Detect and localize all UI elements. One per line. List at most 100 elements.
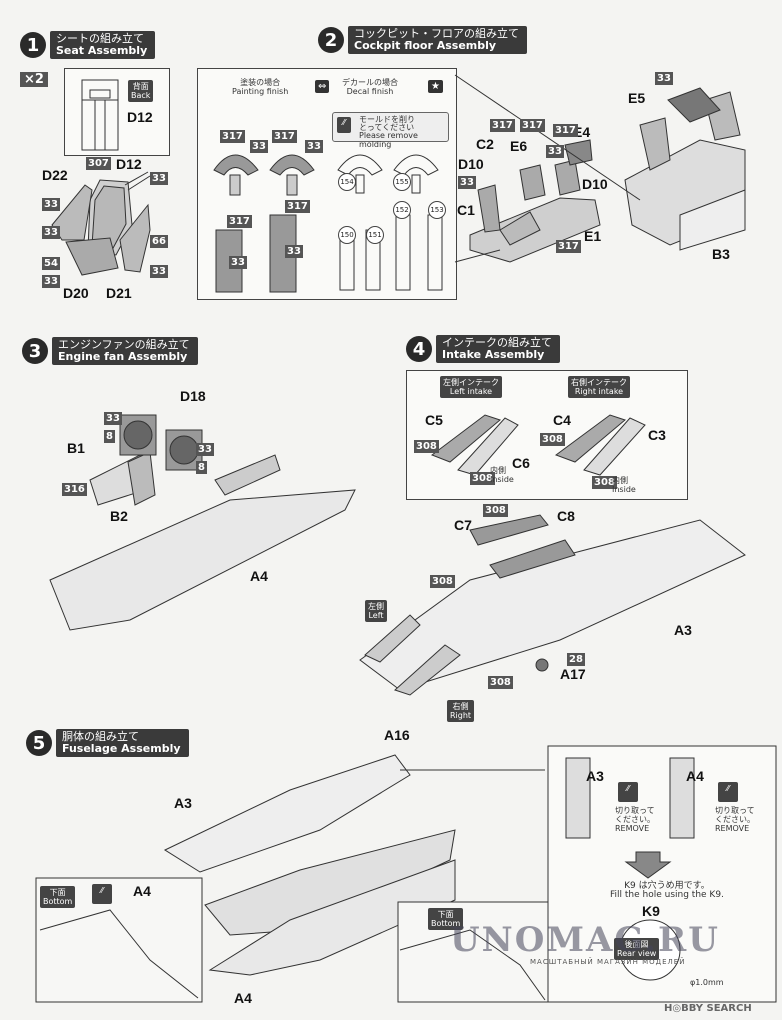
bottom-en-left: Bottom	[43, 897, 73, 906]
part-label-c3: C3	[648, 427, 666, 443]
cut-jp1-a3: 切り取って	[615, 806, 655, 815]
part-number-316: 316	[62, 483, 87, 496]
part-label-d10-b: D10	[582, 176, 608, 192]
star-icon: ★	[428, 80, 443, 93]
step-5-title-en: Fuselage Assembly	[62, 742, 181, 755]
part-label-e5: E5	[628, 90, 646, 106]
inside-en-left: Inside	[490, 475, 514, 484]
part-number-308-b: 308	[470, 472, 495, 485]
part-label-d18: D18	[180, 388, 206, 404]
step-3-title: エンジンファンの組み立て Engine fan Assembly	[52, 337, 198, 365]
drill-size-note: φ1.0mm	[690, 978, 724, 987]
remove-molding-jp-2: とってください	[359, 123, 415, 132]
inside-en-right: Inside	[612, 485, 636, 494]
step-4-header: 4 インテークの組み立て Intake Assembly	[406, 335, 560, 363]
remove-molding-jp-1: モールドを削り	[359, 115, 415, 124]
part-label-c4: C4	[553, 412, 571, 428]
part-label-d10-a: D10	[458, 156, 484, 172]
rear-view-en: Rear view	[617, 949, 657, 958]
part-number-33-c: 33	[42, 275, 60, 288]
step-4-number: 4	[406, 336, 432, 362]
multiplier-badge: ×2	[20, 72, 48, 87]
remove-note-a4: 切り取って ください。 REMOVE	[715, 806, 755, 833]
part-number-33-g: 33	[305, 140, 323, 153]
part-number-28: 28	[567, 653, 585, 666]
part-number-33-m: 33	[104, 412, 122, 425]
decal-finish-en: Decal finish	[346, 87, 394, 96]
cut-jp2-a4: ください。	[715, 815, 755, 824]
part-label-a4-engine: A4	[250, 568, 268, 584]
decal-number-150: 150	[338, 226, 356, 244]
decal-number-153: 153	[428, 201, 446, 219]
knife-icon-a4: ⁄⁄	[718, 782, 738, 802]
decal-number-152: 152	[393, 201, 411, 219]
painting-finish-en: Painting finish	[232, 87, 289, 96]
remove-note-a3: 切り取って ください。 REMOVE	[615, 806, 655, 833]
step-3-header: 3 エンジンファンの組み立て Engine fan Assembly	[22, 337, 198, 365]
part-label-c7: C7	[454, 517, 472, 533]
part-label-d22: D22	[42, 167, 68, 183]
part-number-308-g: 308	[488, 676, 513, 689]
part-label-c8: C8	[557, 508, 575, 524]
cut-jp2-a3: ください。	[615, 815, 655, 824]
left-side-jp: 左側	[368, 602, 384, 611]
knife-icon-bottom-left: ⁄⁄	[92, 884, 112, 904]
right-intake-tag: 右側インテーク Right intake	[568, 376, 630, 398]
bottom-tag-left: 下面 Bottom	[40, 886, 76, 908]
step-3-title-en: Engine fan Assembly	[58, 350, 188, 363]
part-number-33-i: 33	[285, 245, 303, 258]
part-label-e6: E6	[510, 138, 528, 154]
part-label-a17: A17	[560, 666, 586, 682]
step-2-number: 2	[318, 27, 344, 53]
decal-number-155: 155	[393, 173, 411, 191]
part-number-307: 307	[86, 157, 111, 170]
step-5-number: 5	[26, 730, 52, 756]
left-side-en: Left	[368, 611, 384, 620]
back-tag-en: Back	[131, 91, 151, 100]
part-number-317-b: 317	[272, 130, 297, 143]
part-number-317-a: 317	[220, 130, 245, 143]
part-number-33-j: 33	[458, 176, 476, 189]
knife-icon: ⁄⁄	[337, 117, 351, 133]
part-number-33-n: 33	[196, 443, 214, 456]
part-number-33-l: 33	[655, 72, 673, 85]
step-1-title: シートの組み立て Seat Assembly	[50, 31, 156, 59]
step-2-title-en: Cockpit floor Assembly	[354, 39, 497, 52]
part-label-c5: C5	[425, 412, 443, 428]
left-side-tag: 左側 Left	[365, 600, 387, 622]
decal-number-154: 154	[338, 173, 356, 191]
part-number-8-b: 8	[196, 461, 207, 474]
right-intake-en: Right intake	[574, 387, 624, 396]
remove-en-a3: REMOVE	[615, 824, 650, 833]
part-label-a4-detail: A4	[686, 768, 704, 784]
step-5-header: 5 胴体の組み立て Fuselage Assembly	[26, 729, 189, 757]
remove-en-a4: REMOVE	[715, 824, 750, 833]
decal-finish-label: デカールの場合 Decal finish	[342, 78, 398, 96]
part-number-317-h: 317	[556, 240, 581, 253]
part-label-b3: B3	[712, 246, 730, 262]
decal-finish-jp: デカールの場合	[342, 78, 398, 87]
step-1-title-jp: シートの組み立て	[56, 32, 144, 45]
part-label-c1: C1	[457, 202, 475, 218]
part-number-317-d: 317	[285, 200, 310, 213]
part-number-308-a: 308	[414, 440, 439, 453]
bottom-tag-right: 下面 Bottom	[428, 908, 464, 930]
part-number-54: 54	[42, 257, 60, 270]
painting-finish-label: 塗装の場合 Painting finish	[232, 78, 288, 96]
swap-arrows-icon: ⇔	[315, 80, 330, 93]
step-2-title-jp: コックピット・フロアの組み立て	[354, 27, 519, 40]
cut-jp1-a4: 切り取って	[715, 806, 755, 815]
part-number-33-f: 33	[250, 140, 268, 153]
part-number-33-e: 33	[42, 226, 60, 239]
step-4-title: インテークの組み立て Intake Assembly	[436, 335, 560, 363]
part-label-a3-detail: A3	[586, 768, 604, 784]
part-number-317-g: 317	[553, 124, 578, 137]
watermark-tagline: МАСШТАБНЫЙ МАГАЗИН МОДЕЛЕЙ	[530, 958, 686, 966]
part-number-317-c: 317	[227, 215, 252, 228]
part-number-66: 66	[150, 235, 168, 248]
part-label-d12-a: D12	[127, 109, 153, 125]
left-intake-tag: 左側インテーク Left intake	[440, 376, 502, 398]
watermark-logo: UNOMAG.RU	[450, 920, 720, 960]
